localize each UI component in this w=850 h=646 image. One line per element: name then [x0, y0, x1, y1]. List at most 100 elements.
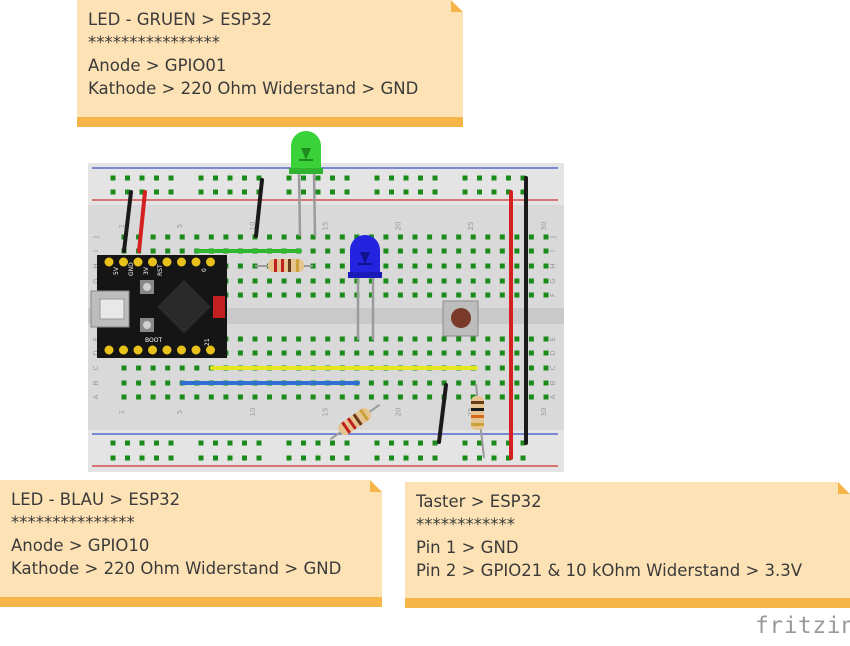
breadboard-hole: [281, 394, 287, 400]
breadboard-hole: [470, 278, 476, 284]
breadboard-hole: [310, 350, 316, 356]
breadboard-hole: [150, 365, 156, 371]
breadboard-hole: [499, 234, 505, 240]
row-letter: C: [92, 365, 100, 370]
breadboard-hole: [344, 440, 350, 446]
breadboard-hole: [462, 175, 468, 181]
breadboard-hole: [528, 336, 534, 342]
breadboard-hole: [237, 263, 243, 269]
breadboard-hole: [310, 278, 316, 284]
breadboard-hole: [383, 380, 389, 386]
breadboard-hole: [462, 440, 468, 446]
breadboard-hole: [403, 189, 409, 195]
breadboard-hole: [344, 189, 350, 195]
breadboard-hole: [267, 278, 272, 284]
breadboard-hole: [125, 440, 130, 446]
breadboard-hole: [462, 455, 468, 461]
breadboard-hole: [491, 440, 497, 446]
breadboard-hole: [237, 292, 243, 298]
breadboard-hole: [325, 263, 331, 269]
breadboard-hole: [506, 189, 511, 195]
pin-label-5v: 5V: [113, 266, 120, 275]
breadboard-hole: [281, 234, 287, 240]
breadboard-hole: [198, 175, 204, 181]
breadboard-hole: [432, 189, 438, 195]
breadboard-hole: [252, 292, 258, 298]
breadboard-hole: [543, 336, 549, 342]
resistor-10k-button: [471, 383, 485, 459]
breadboard-hole: [198, 455, 204, 461]
breadboard-hole: [514, 278, 520, 284]
breadboard-hole: [325, 292, 331, 298]
breadboard-hole: [368, 278, 374, 284]
breadboard-hole: [528, 292, 534, 298]
breadboard-hole: [543, 292, 549, 298]
breadboard-hole: [441, 292, 447, 298]
breadboard-hole: [485, 350, 491, 356]
breadboard-hole: [213, 189, 218, 195]
breadboard-hole: [368, 394, 374, 400]
breadboard-hole: [514, 394, 520, 400]
breadboard-hole: [499, 336, 505, 342]
mcu-pin: [162, 345, 172, 355]
breadboard-hole: [198, 189, 204, 195]
breadboard-hole: [456, 234, 462, 240]
breadboard-hole: [491, 175, 497, 181]
breadboard-hole: [441, 336, 447, 342]
breadboard-hole: [194, 394, 200, 400]
breadboard-hole: [252, 278, 258, 284]
breadboard-hole: [427, 380, 433, 386]
breadboard-hole: [110, 455, 116, 461]
power-rail-bottom: [88, 430, 564, 472]
breadboard-hole: [310, 234, 316, 240]
breadboard-hole: [315, 440, 321, 446]
breadboard-hole: [339, 234, 345, 240]
mcu-pin: [133, 257, 143, 267]
breadboard-hole: [237, 336, 243, 342]
breadboard-hole: [520, 175, 526, 181]
note-button: Taster > ESP32 ************ Pin 1 > GND …: [405, 482, 850, 608]
breadboard-hole: [281, 350, 287, 356]
led-green: [289, 131, 323, 237]
breadboard-hole: [325, 248, 331, 254]
breadboard-hole: [325, 278, 331, 284]
breadboard-hole: [136, 394, 142, 400]
breadboard-hole: [267, 292, 272, 298]
pin-label-gnd: GND: [128, 262, 135, 276]
breadboard-hole: [150, 380, 156, 386]
breadboard-hole: [485, 380, 491, 386]
breadboard-hole: [427, 394, 433, 400]
breadboard-hole: [179, 234, 185, 240]
breadboard-hole: [441, 380, 447, 386]
row-letter: H: [92, 263, 100, 268]
column-number: 5: [176, 410, 184, 414]
breadboard-hole: [368, 292, 374, 298]
row-letter: E: [92, 337, 100, 341]
breadboard-hole: [528, 234, 534, 240]
row-letter: A: [92, 394, 100, 399]
breadboard-hole: [227, 175, 233, 181]
breadboard-hole: [412, 278, 418, 284]
mcu-pin: [162, 257, 172, 267]
breadboard-hole: [194, 234, 200, 240]
breadboard-hole: [514, 263, 520, 269]
mcu-pin: [133, 345, 143, 355]
breadboard-hole: [374, 440, 380, 446]
led-blue: [348, 235, 382, 340]
breadboard-hole: [383, 350, 389, 356]
breadboard-hole: [397, 336, 403, 342]
breadboard-hole: [383, 278, 389, 284]
breadboard-hole: [499, 263, 505, 269]
breadboard-hole: [296, 394, 302, 400]
column-number: 10: [249, 408, 257, 417]
mcu-pin: [104, 345, 114, 355]
breadboard-hole: [528, 278, 534, 284]
wire-black-gnd-led: [254, 178, 264, 238]
breadboard-hole: [267, 234, 272, 240]
breadboard-hole: [485, 234, 491, 240]
breadboard-hole: [543, 234, 549, 240]
breadboard-hole: [208, 394, 214, 400]
breadboard-hole: [432, 455, 438, 461]
breadboard-hole: [339, 292, 345, 298]
breadboard-hole: [301, 175, 306, 181]
